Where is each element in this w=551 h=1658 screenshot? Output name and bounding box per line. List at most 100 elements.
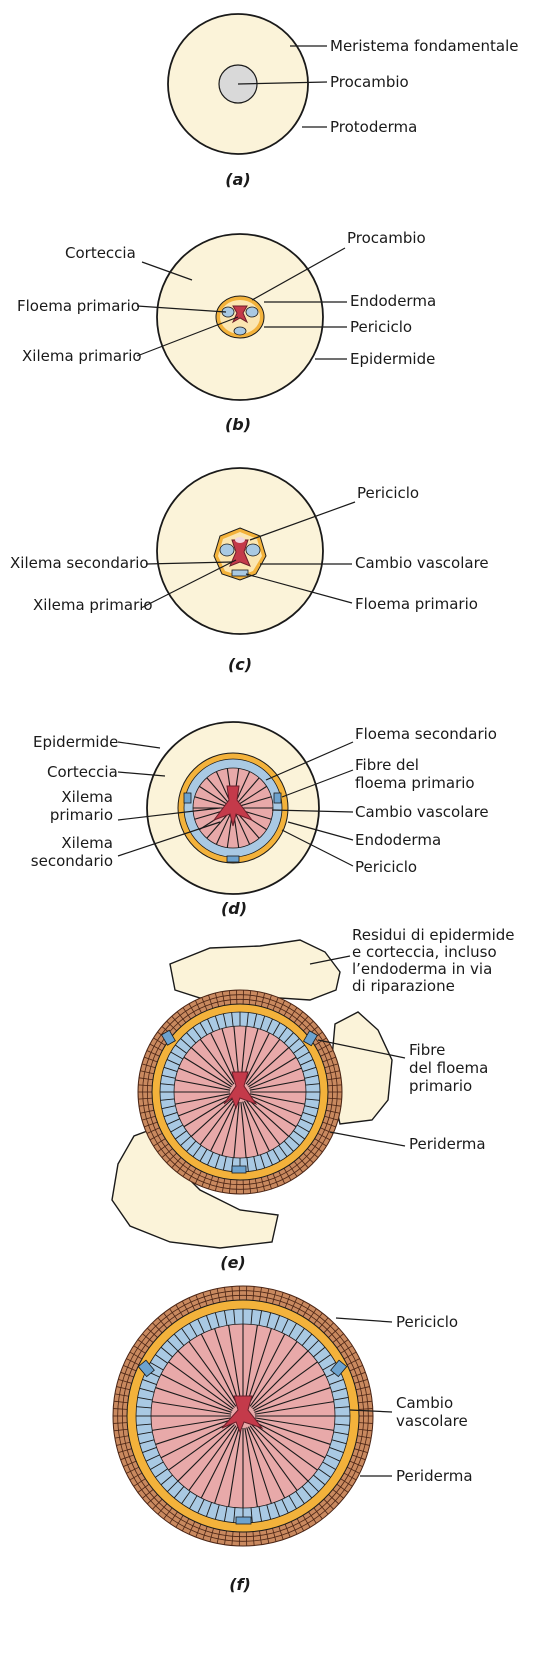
periderm-cell-wall bbox=[327, 1097, 342, 1100]
ray-line bbox=[207, 1152, 214, 1166]
periderm-cell-wall bbox=[303, 1020, 314, 1032]
periderm-cell-wall bbox=[318, 1503, 329, 1515]
periderm-cell-wall bbox=[149, 1132, 163, 1141]
label-residui-e2: e corteccia, incluso bbox=[352, 943, 497, 961]
label-periciclo-b: Periciclo bbox=[350, 318, 412, 336]
periderm-cell-wall bbox=[144, 1056, 158, 1063]
ray-line bbox=[206, 777, 230, 804]
ray-line bbox=[302, 1066, 317, 1073]
ray-line bbox=[188, 1425, 237, 1491]
periderm-cell-wall bbox=[327, 1103, 342, 1107]
periderm-cell-wall bbox=[332, 1489, 344, 1499]
ray-line bbox=[247, 1426, 286, 1499]
periderm-cell-wall bbox=[175, 1304, 184, 1317]
ray-line bbox=[192, 1145, 202, 1157]
label-epidermide-d: Epidermide bbox=[33, 733, 118, 751]
ray-line bbox=[334, 1423, 350, 1426]
periderm-cell-wall bbox=[163, 1507, 173, 1520]
ray-line bbox=[295, 1328, 305, 1341]
ray-line bbox=[334, 1406, 350, 1409]
periderm-cell-wall bbox=[113, 1400, 128, 1404]
periderm-cell-wall bbox=[195, 1523, 202, 1538]
label-periderma-f: Periderma bbox=[396, 1467, 473, 1485]
periderm-cell-wall bbox=[224, 1287, 227, 1302]
ray-line bbox=[266, 1504, 272, 1520]
periderm-cell-wall bbox=[313, 1507, 323, 1520]
periderm-cell-wall bbox=[138, 1084, 153, 1087]
periderm-cell-wall bbox=[153, 1138, 166, 1147]
ray-line bbox=[250, 1309, 253, 1325]
periderm-cell-wall bbox=[259, 1287, 262, 1302]
ray-line bbox=[272, 1022, 281, 1036]
ray-line bbox=[243, 1032, 270, 1084]
ray-line bbox=[333, 1396, 349, 1401]
label-cambio-f1: Cambio bbox=[396, 1394, 453, 1412]
caption-f: (f) bbox=[229, 1575, 251, 1594]
ray-line bbox=[142, 1378, 157, 1385]
periderm-cell-wall bbox=[313, 1312, 323, 1325]
ray-line bbox=[166, 1059, 180, 1066]
ray-line bbox=[200, 1426, 239, 1499]
periderm-cell-wall bbox=[266, 994, 272, 1009]
periderm-cell-wall bbox=[181, 1300, 190, 1314]
ray-line bbox=[247, 1098, 290, 1137]
label-fibre-d2: floema primario bbox=[355, 774, 475, 792]
ray-line bbox=[200, 1333, 239, 1406]
ray-line bbox=[247, 1333, 286, 1406]
ray-line bbox=[205, 1502, 212, 1517]
ray-line bbox=[221, 1101, 238, 1156]
ray-line bbox=[197, 1499, 205, 1514]
periderm-cell-wall bbox=[336, 1483, 349, 1493]
ray-line bbox=[175, 1093, 231, 1105]
periderm-cell-wall bbox=[120, 1371, 134, 1378]
label-floema-primario-c: Floema primario bbox=[355, 595, 478, 613]
periderm-cell-wall bbox=[323, 1322, 334, 1334]
ray-line bbox=[331, 1439, 347, 1445]
ray-line bbox=[242, 1101, 259, 1156]
periderm-cell-wall bbox=[224, 1530, 227, 1545]
ray-line bbox=[189, 1323, 198, 1337]
ray-line bbox=[205, 1315, 212, 1330]
periderm-cell-wall bbox=[123, 1365, 137, 1372]
ray-line bbox=[214, 1504, 220, 1520]
periderm-cell-wall bbox=[188, 1521, 196, 1535]
periderm-cell-wall bbox=[358, 1400, 373, 1404]
periderm-cell-wall bbox=[118, 1378, 132, 1384]
panel-a: Meristema fondamentale Procambio Protode… bbox=[167, 13, 519, 189]
label-residui-e3: l’endoderma in via bbox=[352, 960, 492, 978]
periderm-cell-wall bbox=[303, 1152, 314, 1164]
ray-line bbox=[329, 1378, 344, 1385]
label-fibre-e3: primario bbox=[409, 1077, 472, 1095]
ray-line bbox=[175, 1044, 187, 1054]
periderm-cell-wall bbox=[322, 1056, 336, 1063]
ray-line bbox=[168, 1361, 234, 1410]
ray-line bbox=[296, 1051, 310, 1060]
periderm-cell-wall bbox=[113, 1422, 128, 1424]
periderm-cell-wall bbox=[114, 1393, 129, 1397]
ray-line bbox=[233, 1309, 236, 1325]
periderm-cell-wall bbox=[298, 1015, 309, 1027]
ray-line bbox=[199, 1099, 235, 1146]
periderm-cell-wall bbox=[149, 1043, 163, 1052]
label-epidermide-b: Epidermide bbox=[350, 350, 435, 368]
ray-line bbox=[237, 785, 267, 806]
label-endoderma-b: Endoderma bbox=[350, 292, 436, 310]
periderm-cell-wall bbox=[355, 1441, 370, 1446]
ray-line bbox=[249, 1067, 302, 1089]
ray-line bbox=[244, 1427, 258, 1507]
ray-line bbox=[139, 1439, 155, 1445]
ray-line bbox=[305, 1098, 320, 1101]
ray-line bbox=[258, 1310, 263, 1326]
periderm-cell-wall bbox=[138, 1097, 153, 1100]
periderm-cell-wall bbox=[336, 1339, 349, 1349]
periderm-cell-wall bbox=[228, 990, 232, 1005]
ray-line bbox=[333, 1431, 349, 1436]
periderm-cell-wall bbox=[248, 990, 252, 1005]
ray-line bbox=[296, 1124, 310, 1133]
ray-line bbox=[199, 1022, 208, 1036]
periderm-cell-wall bbox=[254, 1178, 259, 1193]
periderm-cell-wall bbox=[323, 1498, 334, 1510]
periderm-cell-wall bbox=[201, 997, 208, 1011]
periderm-cell-wall bbox=[308, 1511, 317, 1524]
label-xilema-primario-d2: primario bbox=[50, 806, 113, 824]
